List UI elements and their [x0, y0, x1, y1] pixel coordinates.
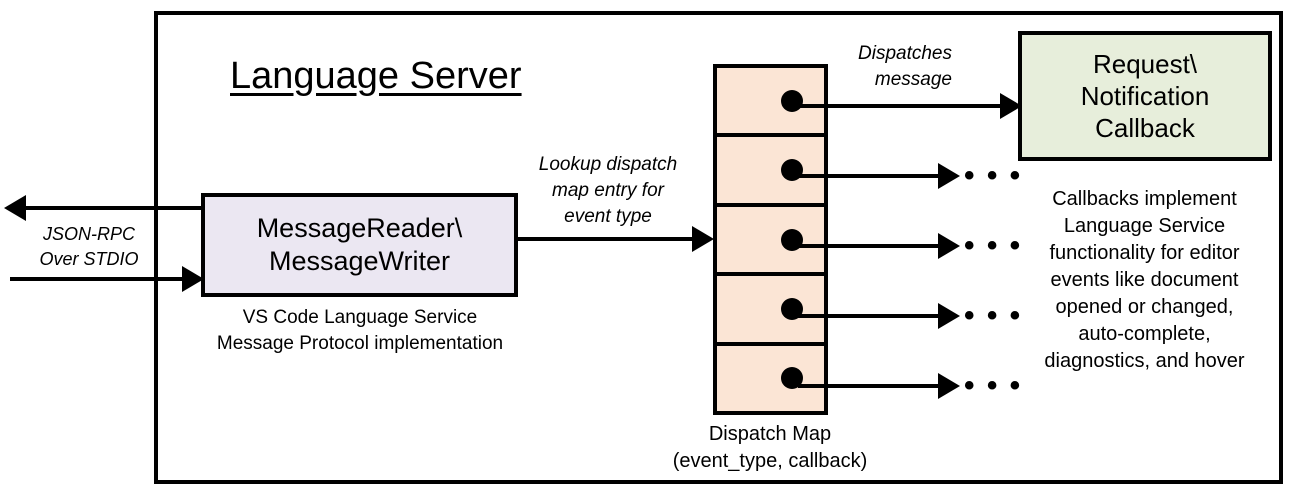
lookup-arrow-head — [692, 226, 714, 252]
request-notification-callback-box[interactable]: Request\ Notification Callback — [1018, 31, 1272, 161]
dispatch-map-caption: Dispatch Map (event_type, callback) — [650, 421, 890, 475]
language-server-boundary — [154, 11, 1283, 484]
callback-caption-line1: Callbacks implement — [1052, 188, 1237, 210]
message-box-line1: MessageReader\ — [256, 213, 463, 243]
dispatch-map-row[interactable] — [717, 137, 824, 207]
diagram-title: Language Server — [230, 55, 522, 97]
dispatch-ellipsis-3: • • • — [964, 229, 1023, 262]
dispatch-map-row[interactable] — [717, 207, 824, 277]
dispatch-arrow-line-2 — [798, 174, 944, 178]
message-caption-line1: VS Code Language Service — [242, 307, 478, 328]
callback-box-line3: Callback — [1095, 113, 1195, 143]
dispatch-arrow-head-4 — [938, 303, 960, 329]
callback-caption-line6: auto-complete, — [1078, 323, 1211, 345]
dispatch-ellipsis-2: • • • — [964, 159, 1023, 192]
callback-caption-line4: events like document — [1050, 269, 1239, 291]
message-box-text: MessageReader\ MessageWriter — [257, 212, 463, 278]
dispatch-arrow-head-2 — [938, 163, 960, 189]
dispatch-arrow-line-5 — [798, 384, 944, 388]
dispatch-ellipsis-5: • • • — [964, 369, 1023, 402]
dispatch-label-line1: Dispatches — [858, 43, 952, 64]
dispatch-ellipsis-4: • • • — [964, 299, 1023, 332]
callback-caption-line5: opened or changed, — [1055, 296, 1234, 318]
entry-dot-icon — [781, 159, 803, 182]
dispatch-arrow-head-5 — [938, 373, 960, 399]
inbound-arrow-line — [10, 277, 188, 281]
map-caption-line2: (event_type, callback) — [672, 450, 868, 472]
transport-label-line2: Over STDIO — [39, 249, 139, 269]
message-reader-writer-box[interactable]: MessageReader\ MessageWriter — [201, 193, 518, 297]
callback-caption-line2: Language Service — [1063, 215, 1226, 237]
callback-caption: Callbacks implement Language Service fun… — [1012, 186, 1277, 375]
outbound-arrow-head — [4, 195, 26, 221]
inbound-arrow-head — [182, 266, 204, 292]
dispatch-arrow-line-3 — [798, 244, 944, 248]
lookup-label-line2: map entry for — [552, 180, 664, 201]
callback-box-line1: Request\ — [1092, 49, 1198, 79]
message-box-caption: VS Code Language Service Message Protoco… — [185, 305, 535, 357]
dispatch-map-table[interactable] — [713, 64, 828, 415]
dispatch-map-row[interactable] — [717, 346, 824, 411]
transport-label-line1: JSON-RPC — [42, 224, 135, 244]
lookup-label: Lookup dispatch map entry for event type — [512, 152, 704, 230]
dispatch-arrow-head-1 — [1000, 93, 1022, 119]
dispatch-arrow-line-1 — [798, 104, 1006, 108]
callback-caption-line3: functionality for editor — [1049, 242, 1240, 264]
dispatch-message-label: Dispatches message — [800, 41, 952, 93]
entry-dot-icon — [781, 297, 803, 320]
callback-box-text: Request\ Notification Callback — [1081, 48, 1210, 144]
dispatch-label-line2: message — [874, 69, 952, 90]
entry-dot-icon — [781, 228, 803, 251]
message-caption-line2: Message Protocol implementation — [216, 333, 504, 354]
lookup-label-line1: Lookup dispatch — [538, 154, 678, 175]
lookup-label-line3: event type — [564, 206, 652, 227]
map-caption-line1: Dispatch Map — [708, 423, 832, 445]
callback-box-line2: Notification — [1080, 81, 1210, 111]
callback-caption-line7: diagnostics, and hover — [1044, 350, 1245, 372]
dispatch-arrow-line-4 — [798, 314, 944, 318]
transport-label: JSON-RPC Over STDIO — [14, 222, 164, 272]
entry-dot-icon — [781, 367, 803, 390]
message-box-line2: MessageWriter — [268, 246, 451, 276]
lookup-arrow-line — [518, 237, 695, 241]
dispatch-arrow-head-3 — [938, 233, 960, 259]
dispatch-map-row[interactable] — [717, 68, 824, 138]
entry-dot-icon — [781, 89, 803, 112]
dispatch-map-row[interactable] — [717, 276, 824, 346]
outbound-arrow-line — [26, 206, 206, 210]
